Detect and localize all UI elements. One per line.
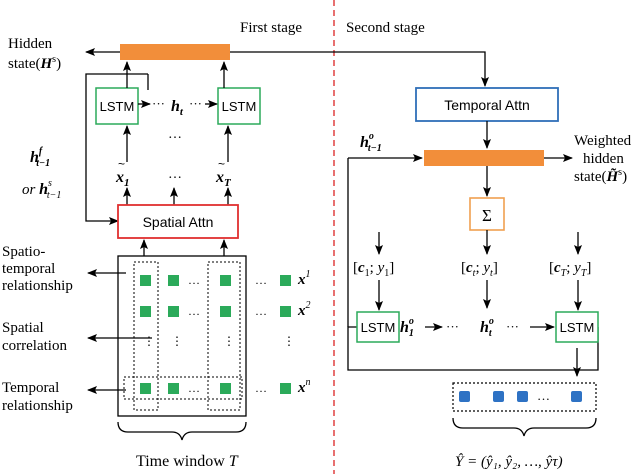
context-cT-yT: [cT; yT] (549, 260, 591, 279)
series-label-xn: xn (297, 377, 311, 396)
decoder-lstm-1 (356, 311, 400, 343)
input-cells (140, 275, 291, 394)
encoder-dots-right: ··· (189, 96, 202, 111)
hidden-state-to-temporal-attn (230, 51, 489, 87)
cell (168, 275, 179, 286)
encoder-lstm-2 (217, 87, 261, 125)
x-tilde-T-accent: ~ (218, 157, 225, 171)
decoder-lstm-1-label: LSTM (361, 320, 396, 335)
cell (168, 383, 179, 394)
cell (140, 275, 151, 286)
time-window-brace (117, 421, 247, 441)
cell (280, 275, 291, 286)
output-formula: Ŷ = (ŷ₁, ŷ₂, …, ŷτ) (455, 453, 563, 470)
grid-dots: … (255, 273, 267, 287)
output-frame (452, 382, 597, 412)
decoder-lstm-T-label: LSTM (560, 320, 595, 335)
output-node (493, 391, 504, 402)
output-brace (452, 417, 597, 437)
decoder-dots-2: ··· (506, 319, 519, 334)
series-row-highlight (123, 376, 243, 400)
spatial-attn-label: Spatial Attn (143, 214, 214, 230)
grid-dots: … (188, 381, 200, 395)
cell (220, 383, 231, 394)
cell (220, 275, 231, 286)
grid-vdots: ⋮ (171, 334, 183, 348)
series-label-x2: x2 (297, 300, 311, 319)
cell (168, 306, 179, 317)
output-node (571, 391, 582, 402)
feedback-loop (85, 73, 148, 225)
encoder-lstm-2-label: LSTM (222, 99, 257, 114)
series-label-x1: x1 (297, 269, 311, 288)
cell (140, 306, 151, 317)
second-stage-title: Second stage (346, 20, 425, 36)
cell (220, 306, 231, 317)
hidden-state-label: Hidden (8, 36, 53, 52)
hidden-state-bar (120, 44, 230, 60)
output-node (459, 391, 470, 402)
input-grid-frame (117, 255, 247, 417)
grid-dots: … (188, 304, 200, 318)
x-tilde-dots: … (168, 167, 182, 182)
grid-vdots: ⋮ (143, 334, 155, 348)
grid-dots: … (255, 304, 267, 318)
temporal-attn-label: Temporal Attn (444, 97, 530, 113)
encoder-dots-left: ··· (152, 96, 165, 111)
encoder-lstm-1 (95, 87, 139, 125)
encoder-lstm-1-label: LSTM (100, 99, 135, 114)
cell (280, 306, 291, 317)
x-tilde-1-accent: ~ (118, 157, 125, 171)
grid-dots: … (255, 381, 267, 395)
context-ct-yt: [ct; yt] (461, 260, 498, 279)
spatial-attn-box (117, 204, 239, 239)
context-c1-y1: [c1; y1] (353, 260, 394, 279)
cell (280, 383, 291, 394)
time-column-highlight-T (207, 261, 241, 411)
decoder-loop (347, 326, 599, 371)
decoder-dots-1: ··· (446, 319, 459, 334)
cell (140, 383, 151, 394)
output-dots: … (537, 388, 550, 403)
grid-dots: … (188, 273, 200, 287)
hidden-state-symbol: state(Hs) (8, 54, 61, 72)
time-column-highlight-1 (133, 261, 159, 411)
decoder-lstm-T (555, 311, 599, 343)
output-node (517, 391, 528, 402)
temporal-attn-box (415, 87, 559, 122)
x-tilde-T: xT (215, 169, 232, 189)
first-stage-title: First stage (240, 20, 302, 36)
time-window-label: Time window T (136, 453, 239, 470)
output-nodes (459, 391, 582, 402)
middle-dots: … (168, 127, 182, 142)
sum-symbol: Σ (482, 206, 492, 225)
encoder-hidden-ht: ht (171, 98, 184, 118)
grid-vdots: ⋮ (283, 334, 295, 348)
grid-vdots: ⋮ (223, 334, 235, 348)
weighted-state-bar (424, 150, 544, 166)
x-tilde-1: x1 (115, 169, 130, 189)
